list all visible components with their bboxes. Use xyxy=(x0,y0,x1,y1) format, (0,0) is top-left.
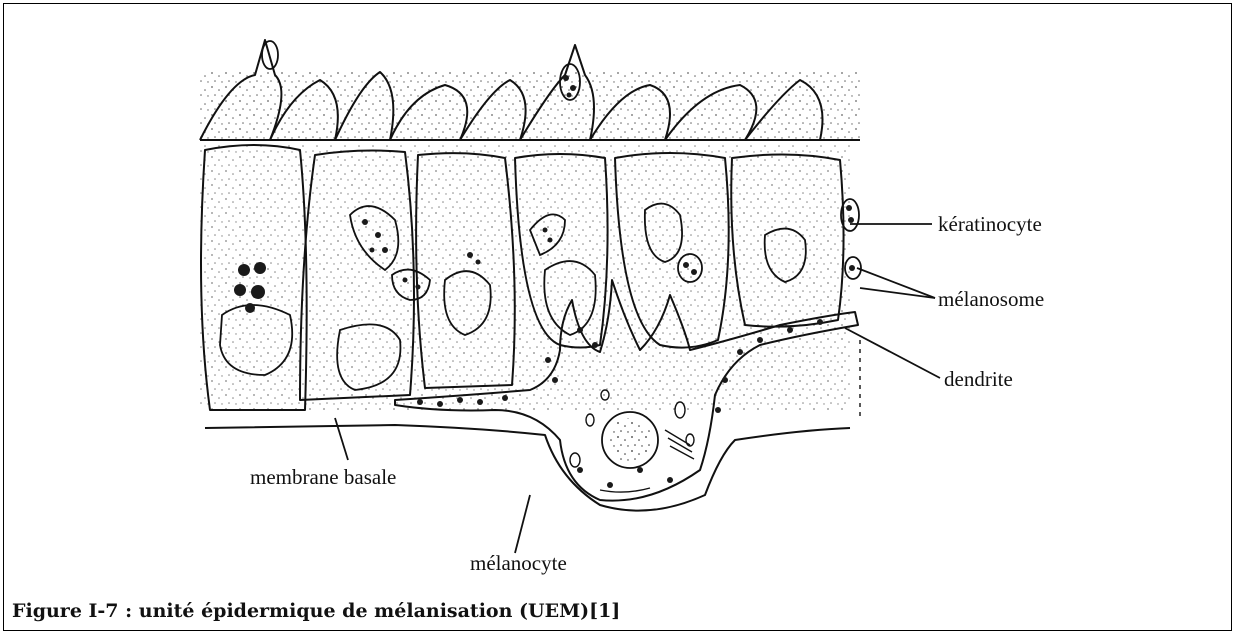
label-keratinocyte: kératinocyte xyxy=(938,212,1042,236)
figure-caption: Figure I-7 : unité épidermique de mélani… xyxy=(12,600,620,622)
upper-cell-layer xyxy=(200,40,860,140)
label-membrane-basale: membrane basale xyxy=(250,465,396,489)
label-melanocyte: mélanocyte xyxy=(470,551,567,575)
label-melanosome: mélanosome xyxy=(938,287,1044,311)
keratinocyte-layer xyxy=(200,145,861,410)
label-dendrite: dendrite xyxy=(944,367,1013,391)
